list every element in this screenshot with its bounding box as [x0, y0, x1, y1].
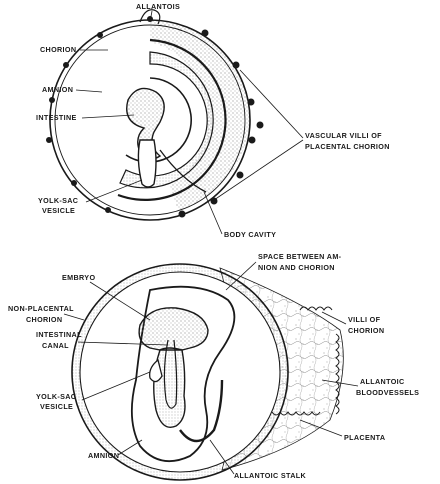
label-allantoic-vessels-2: BLOODVESSELS	[356, 388, 419, 397]
label-embryo: EMBRYO	[62, 273, 95, 282]
upper-yolk-sac	[137, 139, 157, 188]
label-non-placental-2: CHORION	[26, 315, 62, 324]
label-space-between-2: NION AND CHORION	[258, 263, 335, 272]
label-body-cavity: BODY CAVITY	[224, 230, 276, 239]
upper-chorion-knobs	[46, 16, 153, 213]
label-placenta: PLACENTA	[344, 433, 385, 442]
label-intestinal-1: INTESTINAL	[36, 330, 82, 339]
label-chorion-upper: CHORION	[40, 45, 76, 54]
label-non-placental-1: NON-PLACENTAL	[8, 304, 74, 313]
label-yolk-sac-upper-2: VESICLE	[42, 206, 75, 215]
lower-yolk-sac	[149, 358, 163, 383]
label-space-between-1: SPACE BETWEEN AM-	[258, 252, 342, 261]
lower-allantoic-stalk	[179, 379, 224, 443]
upper-embryo-body	[119, 51, 214, 189]
label-villi-1: VILLI OF	[348, 315, 381, 324]
label-intestine: INTESTINE	[36, 113, 77, 122]
label-allantoic-stalk: ALLANTOIC STALK	[234, 471, 307, 480]
label-allantois: ALLANTOIS	[136, 2, 180, 11]
label-vascular-villi-2: PLACENTAL CHORION	[305, 142, 390, 151]
upper-vascular-villi	[178, 29, 264, 218]
lower-embryo-head	[138, 307, 209, 351]
label-villi-2: CHORION	[348, 326, 384, 335]
label-intestinal-2: CANAL	[42, 341, 69, 350]
label-yolk-sac-lower-2: VESICLE	[40, 402, 73, 411]
lower-diagram	[71, 263, 344, 481]
upper-allantois	[139, 9, 161, 25]
upper-placental-region	[150, 20, 250, 210]
label-yolk-sac-upper-1: YOLK-SAC	[38, 196, 78, 205]
lower-embryo-body	[153, 349, 186, 428]
label-allantoic-vessels-1: ALLANTOIC	[360, 377, 405, 386]
upper-intestine	[126, 87, 165, 160]
lower-labels: SPACE BETWEEN AM- NION AND CHORION EMBRY…	[8, 252, 419, 480]
label-vascular-villi-1: VASCULAR VILLI OF	[305, 131, 382, 140]
upper-body-cavity-curve	[159, 149, 207, 193]
upper-labels: ALLANTOIS CHORION AMNION INTESTINE YOLK-…	[36, 2, 390, 239]
lower-intestinal-canal	[163, 339, 178, 409]
label-amnion-upper: AMNION	[42, 85, 73, 94]
upper-diagram	[46, 9, 264, 221]
upper-chorion-inner	[54, 24, 246, 216]
label-amnion-lower: AMNION	[88, 451, 119, 460]
label-yolk-sac-lower-1: YOLK-SAC	[36, 392, 76, 401]
upper-amnion-ring	[117, 38, 227, 201]
